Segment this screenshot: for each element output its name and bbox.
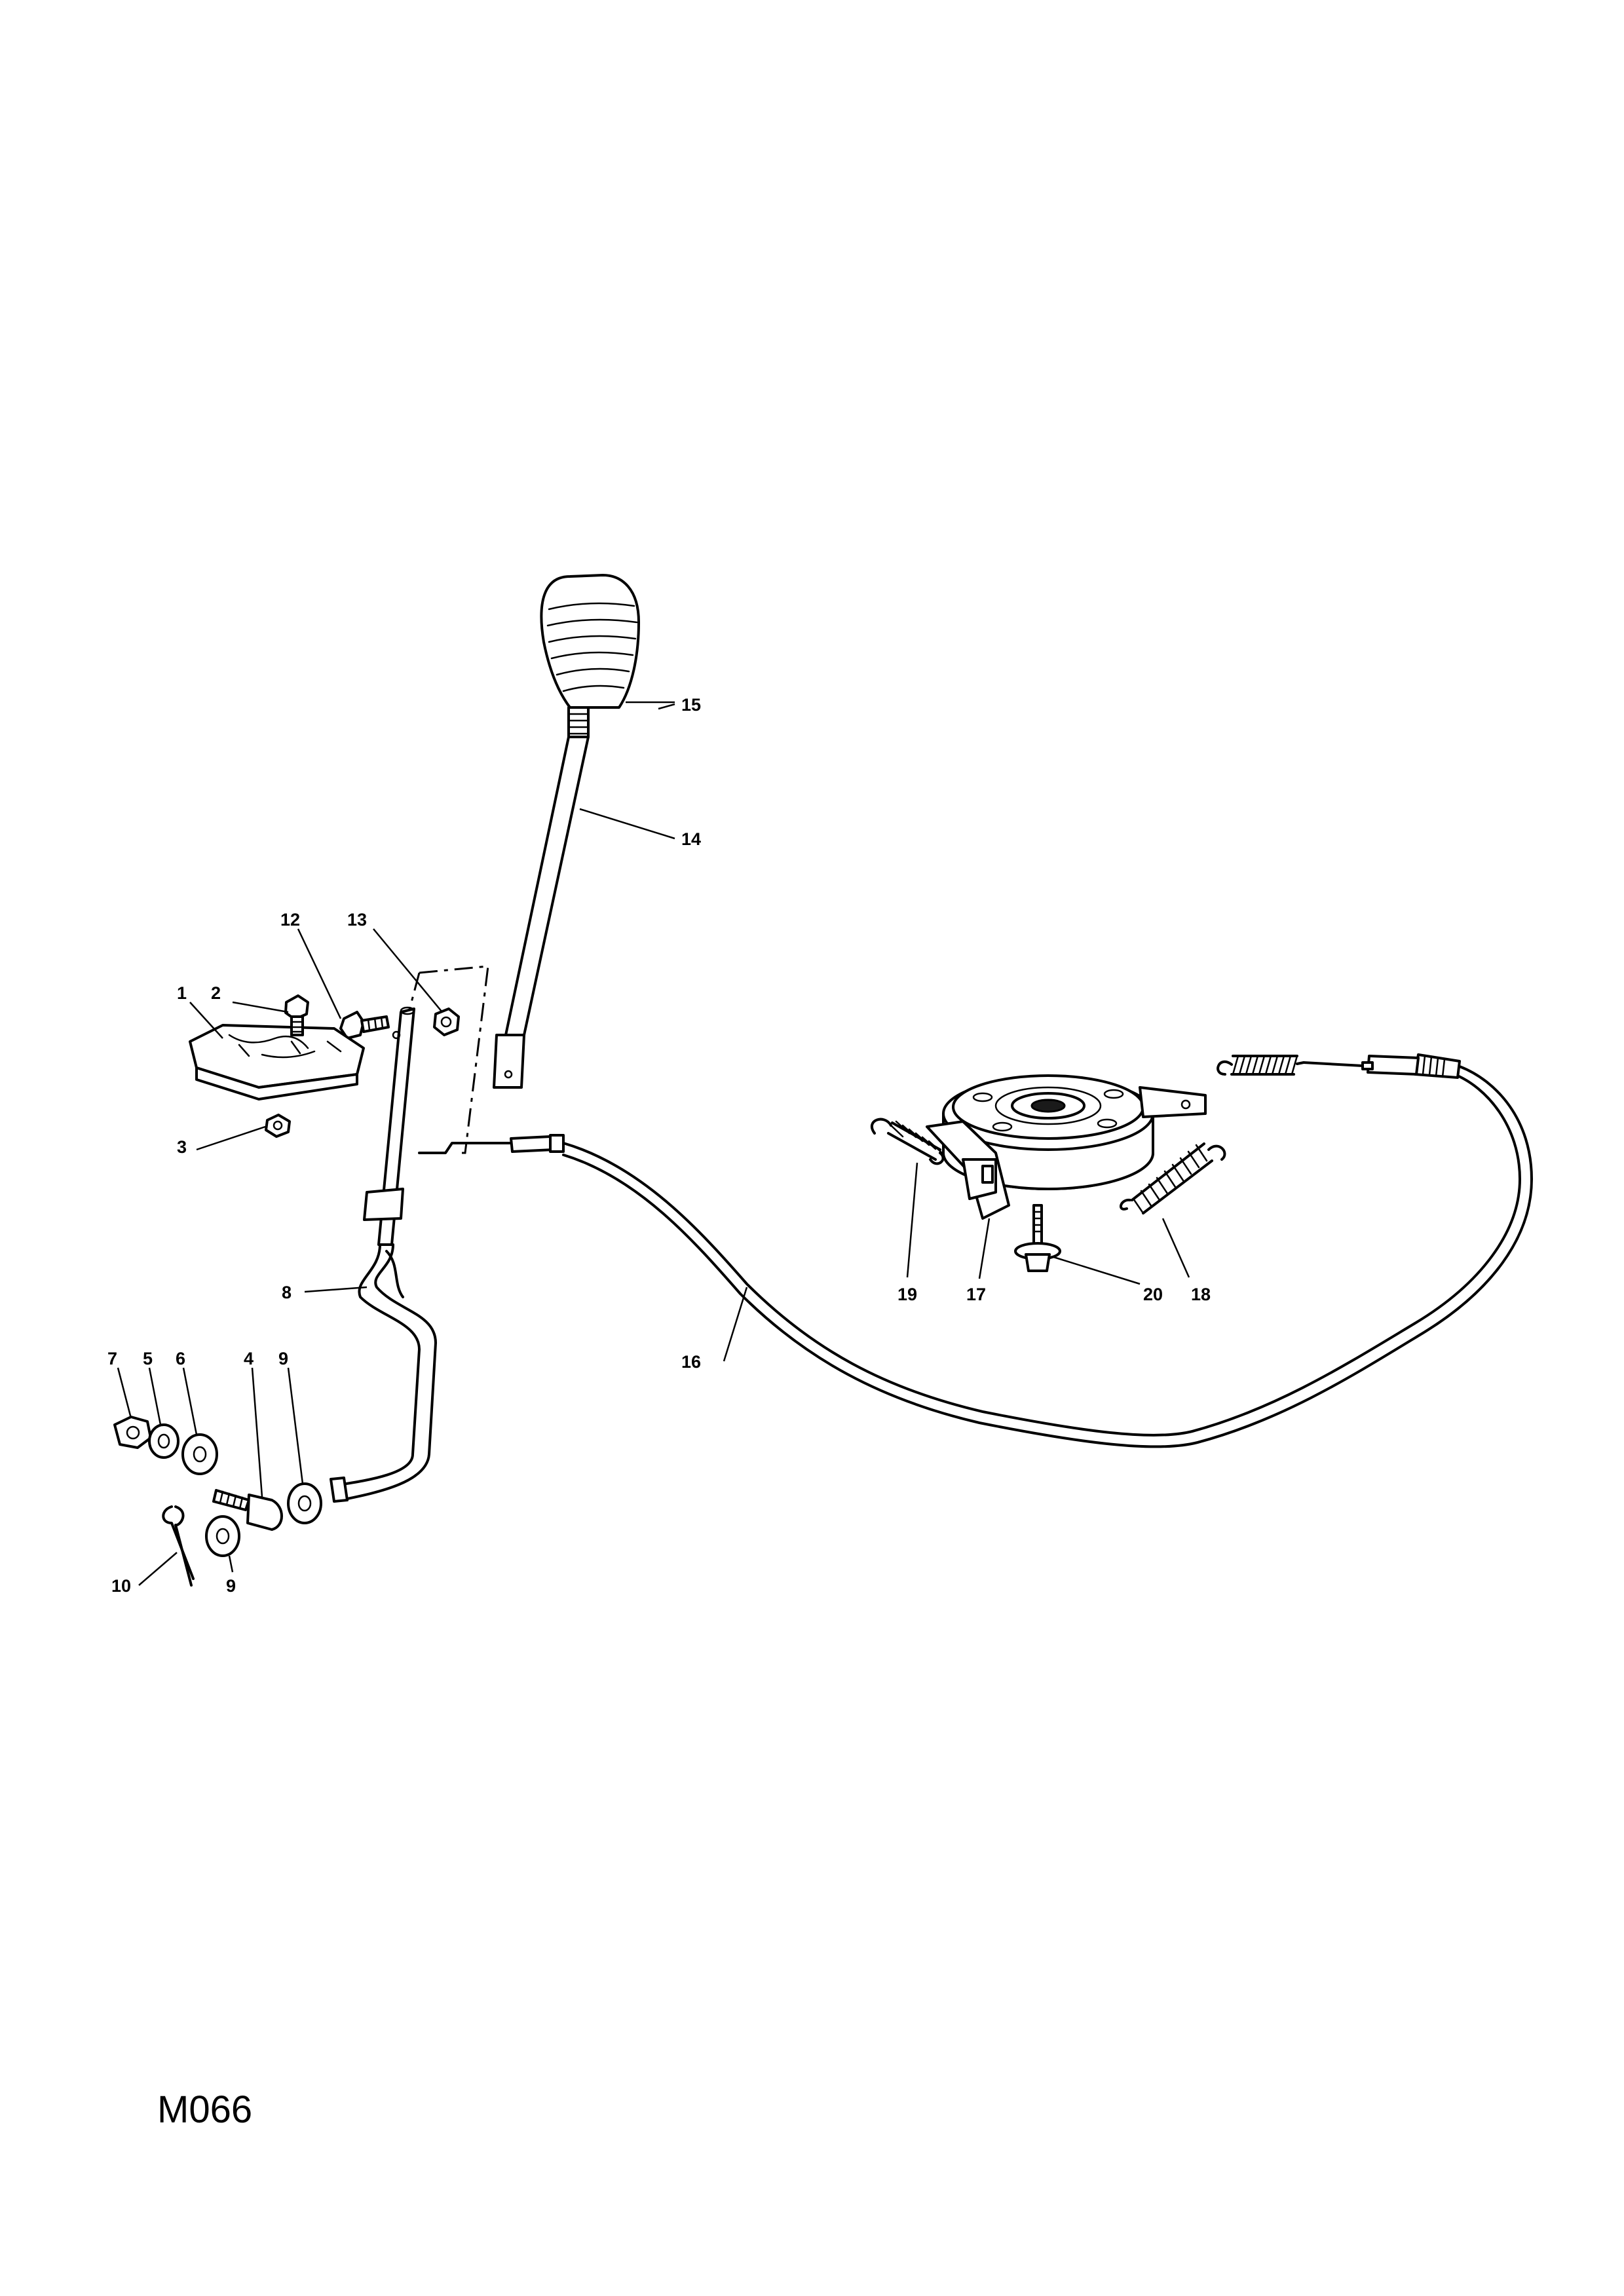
operating-lever-arm	[330, 1006, 437, 1503]
callout-2: 2	[211, 983, 221, 1003]
pedal-pad	[189, 1024, 365, 1101]
callout-6: 6	[176, 1349, 185, 1368]
electric-clutch	[926, 1074, 1207, 1220]
callout-15: 15	[681, 695, 701, 715]
callout-19: 19	[897, 1285, 917, 1304]
bolt-20	[1014, 1204, 1061, 1272]
lever-rod	[493, 706, 590, 1089]
callout-4: 4	[244, 1349, 254, 1368]
callout-16: 16	[681, 1352, 701, 1372]
callout-9a: 9	[278, 1349, 288, 1368]
callout-17: 17	[966, 1285, 986, 1304]
washer-6	[181, 1433, 218, 1475]
clutch-cable	[418, 1053, 1533, 1448]
callout-7: 7	[107, 1349, 117, 1368]
nut-3	[265, 1114, 291, 1138]
nut-7	[113, 1416, 152, 1449]
spring-19	[870, 1118, 945, 1165]
nut-13	[433, 1007, 460, 1036]
callout-3: 3	[177, 1137, 187, 1157]
alignment-guide	[419, 965, 489, 1154]
callout-12: 12	[280, 910, 300, 930]
callout-9b: 9	[226, 1576, 236, 1596]
callout-1: 1	[177, 983, 187, 1003]
callout-18: 18	[1191, 1285, 1211, 1304]
lever-knob	[540, 574, 640, 709]
washer-5	[148, 1423, 179, 1459]
callout-labels: 1 2 3 4 5 6 7 8 9 9 10 12 13 14 15 16 17…	[107, 695, 1211, 1596]
cable-spring	[1217, 1055, 1305, 1076]
washer-9a	[287, 1482, 322, 1524]
callout-20: 20	[1143, 1285, 1163, 1304]
callout-8: 8	[282, 1283, 292, 1302]
bolt-2	[284, 994, 309, 1036]
bolt-12	[339, 1011, 390, 1040]
spring-18	[1120, 1142, 1226, 1214]
callout-leaders	[117, 701, 1190, 1586]
split-pin-10	[162, 1505, 195, 1587]
callout-14: 14	[681, 829, 701, 849]
callout-5: 5	[143, 1349, 153, 1368]
callout-13: 13	[347, 910, 367, 930]
callout-10: 10	[111, 1576, 131, 1596]
drawing-id: M066	[157, 2088, 252, 2131]
shoulder-bolt-4	[212, 1489, 283, 1531]
washer-9b	[205, 1515, 240, 1557]
